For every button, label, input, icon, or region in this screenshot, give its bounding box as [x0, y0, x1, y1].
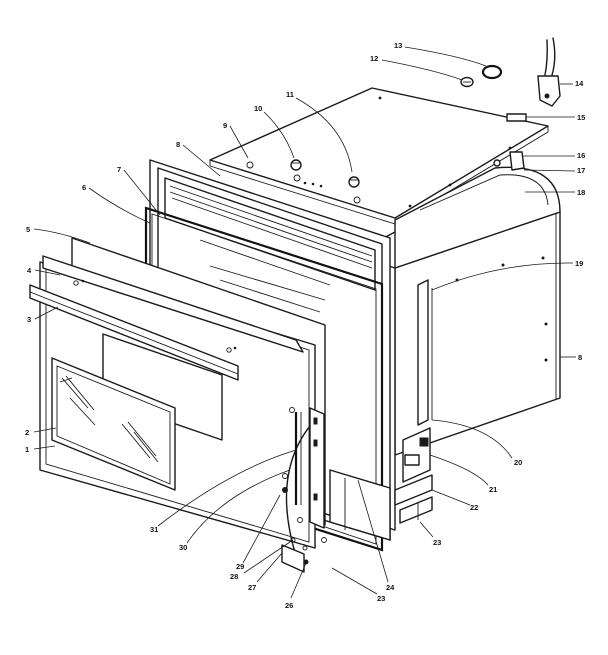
side-bracket: [394, 279, 433, 524]
callout-20: 20: [514, 458, 522, 467]
callout-26: 26: [285, 601, 293, 610]
callout-7: 7: [117, 165, 121, 174]
control-panel: [51, 357, 176, 491]
callout-19: 19: [575, 259, 583, 268]
callout-3: 3: [27, 315, 31, 324]
callout-30: 30: [179, 543, 187, 552]
callout-15: 15: [577, 113, 585, 122]
callout-12: 12: [370, 54, 378, 63]
callout-8: 8: [176, 140, 180, 149]
callout-14: 14: [575, 79, 584, 88]
callout-5: 5: [26, 225, 30, 234]
callout-16: 16: [577, 151, 585, 160]
callout-6: 6: [82, 183, 86, 192]
callout-28: 28: [230, 572, 238, 581]
callout-1: 1: [25, 445, 29, 454]
callout-numbers: 1 2 3 4 5 6 7 8 9 10 11 12 13 14 15 16 1…: [25, 41, 585, 610]
callout-27: 27: [248, 583, 256, 592]
callout-21: 21: [489, 485, 497, 494]
leader-lines: [33, 46, 576, 599]
hinge-assembly: [281, 407, 327, 573]
top-right-parts: [290, 37, 561, 188]
callout-23b: 23: [377, 594, 385, 603]
callout-13: 13: [394, 41, 402, 50]
callout-23a: 23: [433, 538, 441, 547]
callout-29: 29: [236, 562, 244, 571]
callout-4: 4: [27, 266, 32, 275]
callout-18: 18: [577, 188, 585, 197]
callout-22: 22: [470, 503, 478, 512]
callout-31: 31: [150, 525, 158, 534]
oven-top-panel: [209, 87, 549, 225]
callout-24: 24: [386, 583, 395, 592]
outer-door: [29, 255, 316, 549]
bottom-channel: [329, 469, 391, 541]
callout-11: 11: [286, 90, 294, 99]
callout-17: 17: [577, 166, 585, 175]
callout-2: 2: [25, 428, 29, 437]
callout-10: 10: [254, 104, 262, 113]
callout-8b: 8: [578, 353, 582, 362]
callout-9: 9: [223, 121, 227, 130]
